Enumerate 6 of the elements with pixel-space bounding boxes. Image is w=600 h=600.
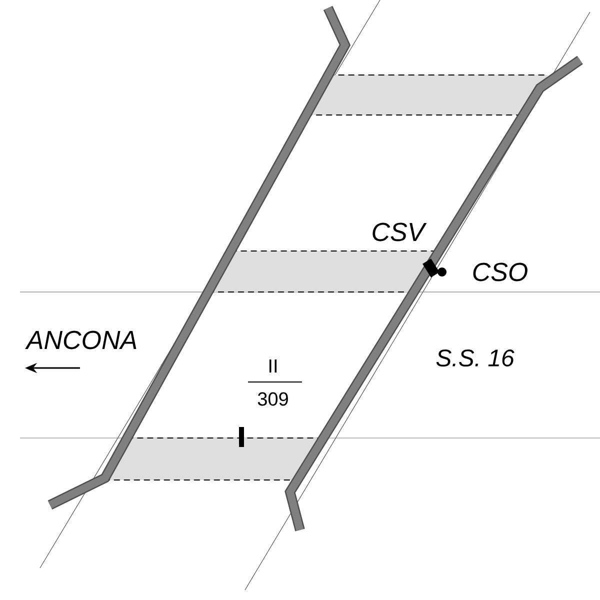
label: S.S. 16	[436, 350, 514, 366]
label: CSO	[473, 262, 528, 282]
label: ANCONA	[25, 330, 136, 350]
label: II	[269, 359, 277, 373]
label: 309	[258, 392, 288, 406]
label: CSV	[372, 222, 427, 242]
